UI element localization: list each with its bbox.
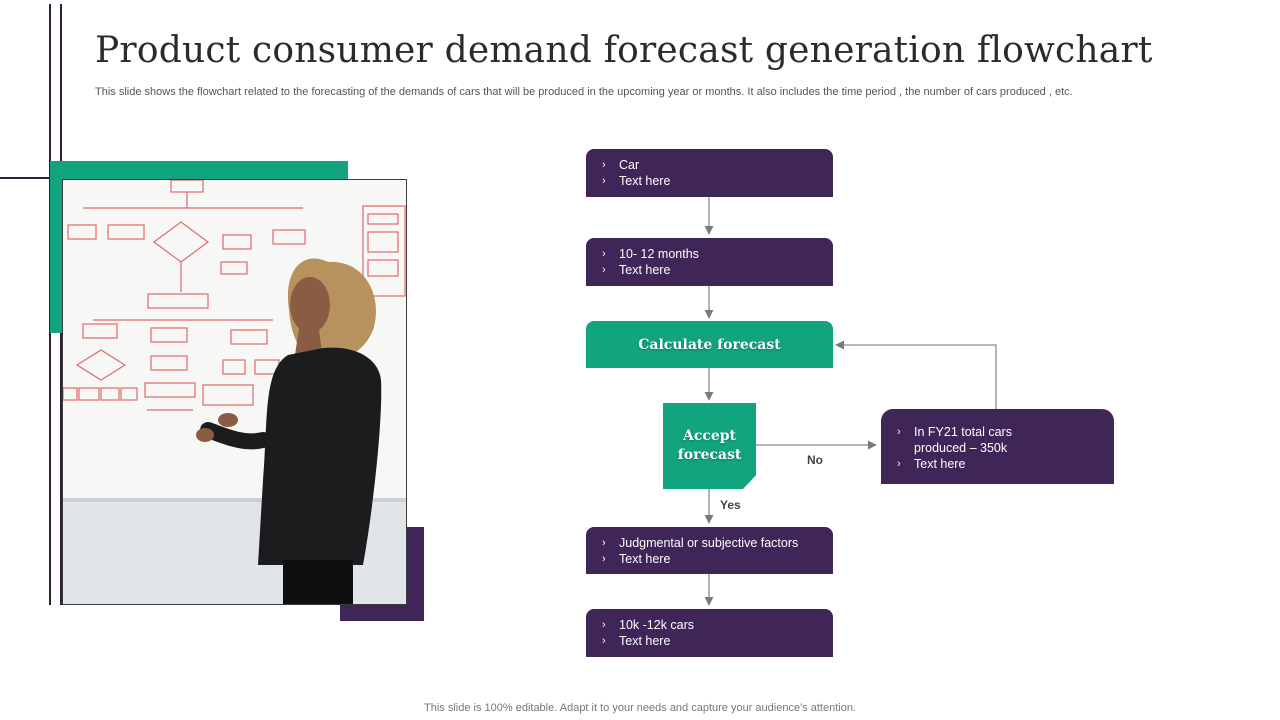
- arrow-side-to-calculate: [835, 340, 997, 409]
- flow-box-cars: › 10k -12k cars › Text here: [586, 609, 833, 657]
- box-line: In FY21 total cars: [914, 425, 1012, 439]
- chevron-right-icon: ›: [602, 159, 606, 171]
- photo-illustration: [63, 180, 406, 604]
- no-label: No: [807, 453, 823, 467]
- box-line: Text here: [619, 174, 671, 188]
- accept-forecast-box: Accept forecast: [663, 403, 756, 489]
- box-line: 10k -12k cars: [619, 618, 695, 632]
- chevron-right-icon: ›: [602, 175, 606, 187]
- chevron-right-icon: ›: [897, 426, 901, 438]
- box-line: Text here: [619, 634, 671, 648]
- chevron-right-icon: ›: [602, 264, 606, 276]
- horizontal-accent-line: [0, 177, 62, 179]
- box-line: produced – 350k: [914, 441, 1008, 455]
- calculate-forecast-label: Calculate forecast: [638, 336, 781, 353]
- box-line: Car: [619, 158, 640, 172]
- page-subtitle: This slide shows the flowchart related t…: [95, 86, 1073, 98]
- yes-label: Yes: [720, 498, 741, 512]
- flow-box-months: › 10- 12 months › Text here: [586, 238, 833, 286]
- flow-box-judgmental: › Judgmental or subjective factors › Text …: [586, 527, 833, 574]
- accept-forecast-label-1: Accept: [682, 428, 737, 444]
- chevron-right-icon: ›: [602, 248, 606, 260]
- box-line: Judgmental or subjective factors: [619, 536, 799, 550]
- chevron-right-icon: ›: [602, 635, 606, 647]
- box-line: 10- 12 months: [619, 247, 699, 261]
- page-title: Product consumer demand forecast generat…: [95, 30, 1153, 71]
- chevron-right-icon: ›: [602, 619, 606, 631]
- footer-note: This slide is 100% editable. Adapt it to…: [424, 702, 856, 714]
- calculate-forecast-box: Calculate forecast: [586, 321, 833, 368]
- whiteboard-photo: [62, 179, 407, 605]
- box-line: Text here: [914, 457, 966, 471]
- chevron-right-icon: ›: [602, 553, 606, 565]
- chevron-right-icon: ›: [602, 537, 606, 549]
- flow-box-car: › Car › Text here: [586, 149, 833, 197]
- accept-forecast-label-2: forecast: [677, 447, 742, 463]
- chevron-right-icon: ›: [897, 458, 901, 470]
- box-line: Text here: [619, 552, 671, 566]
- flow-box-fy21: › In FY21 total cars produced – 350k › Tex…: [881, 409, 1114, 484]
- box-line: Text here: [619, 263, 671, 277]
